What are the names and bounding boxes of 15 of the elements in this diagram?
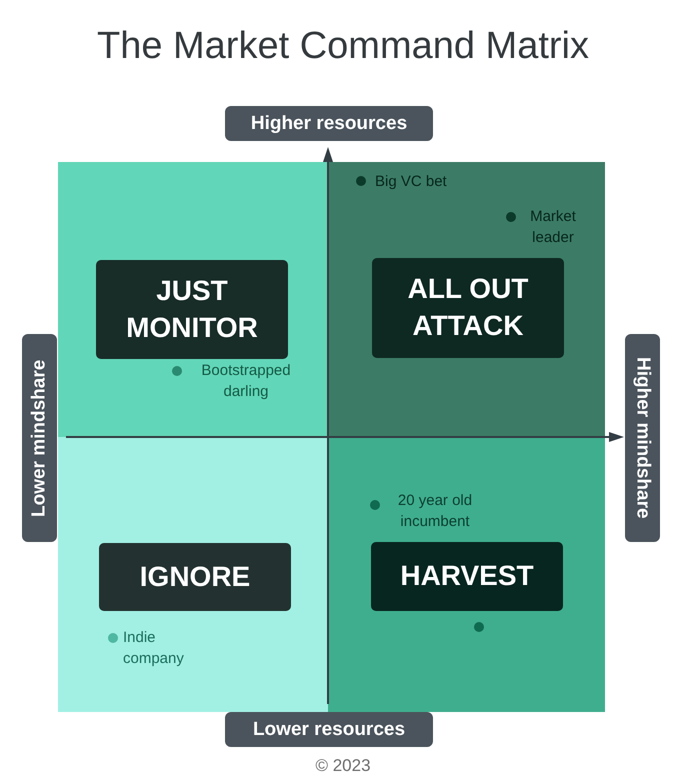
copyright-note: © 2023	[314, 756, 372, 776]
data-point-label: Market leader	[529, 207, 577, 248]
title-heading: The Market Command Matrix	[96, 24, 590, 69]
data-point-label: Indie company	[123, 628, 185, 669]
axis-label-tag: Higher mindshare	[625, 334, 660, 542]
axis-label-tag: Lower resources	[225, 712, 433, 747]
quadrant-title-card: IGNORE	[99, 543, 291, 611]
data-point-label: 20 year old incumbent	[396, 491, 474, 532]
quadrant-title-card: JUST MONITOR	[96, 260, 288, 359]
data-point-label: Bootstrapped darling	[200, 361, 292, 402]
data-point-label: Big VC bet	[375, 172, 447, 192]
axis-label-tag: Higher resources	[225, 106, 433, 141]
quadrant-title-card: HARVEST	[371, 542, 563, 611]
quadrant-title-card: ALL OUT ATTACK	[372, 258, 564, 358]
axis-label-tag: Lower mindshare	[22, 334, 57, 542]
